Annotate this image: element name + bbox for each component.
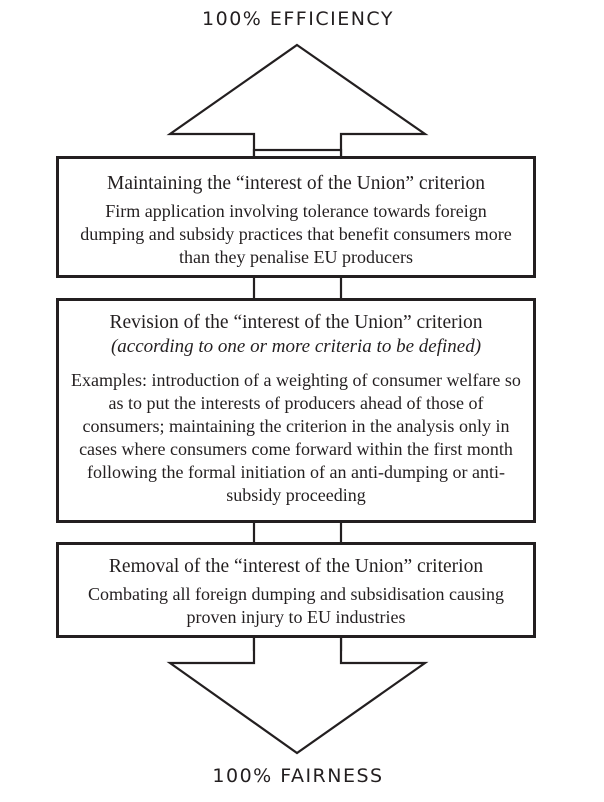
- top-label: 100% EFFICIENCY: [202, 8, 394, 30]
- down-arrow-head: [166, 628, 429, 755]
- box-body: Examples: introduction of a weighting of…: [71, 370, 521, 505]
- bottom-label: 100% FAIRNESS: [212, 765, 384, 787]
- box-title: Maintaining the “interest of the Union” …: [107, 173, 485, 194]
- box-title: Removal of the “interest of the Union” c…: [108, 556, 484, 577]
- box-maintaining: Maintaining the “interest of the Union” …: [56, 156, 536, 278]
- box-title: Revision of the “interest of the Union” …: [109, 312, 483, 333]
- box-body: Firm application involving tolerance tow…: [80, 201, 512, 267]
- box-revision: Revision of the “interest of the Union” …: [56, 298, 536, 523]
- box-body: Combating all foreign dumping and subsid…: [88, 584, 504, 627]
- box-subtitle: (according to one or more criteria to be…: [110, 336, 482, 357]
- up-arrow-head: [166, 43, 429, 162]
- box-removal: Removal of the “interest of the Union” c…: [56, 542, 536, 638]
